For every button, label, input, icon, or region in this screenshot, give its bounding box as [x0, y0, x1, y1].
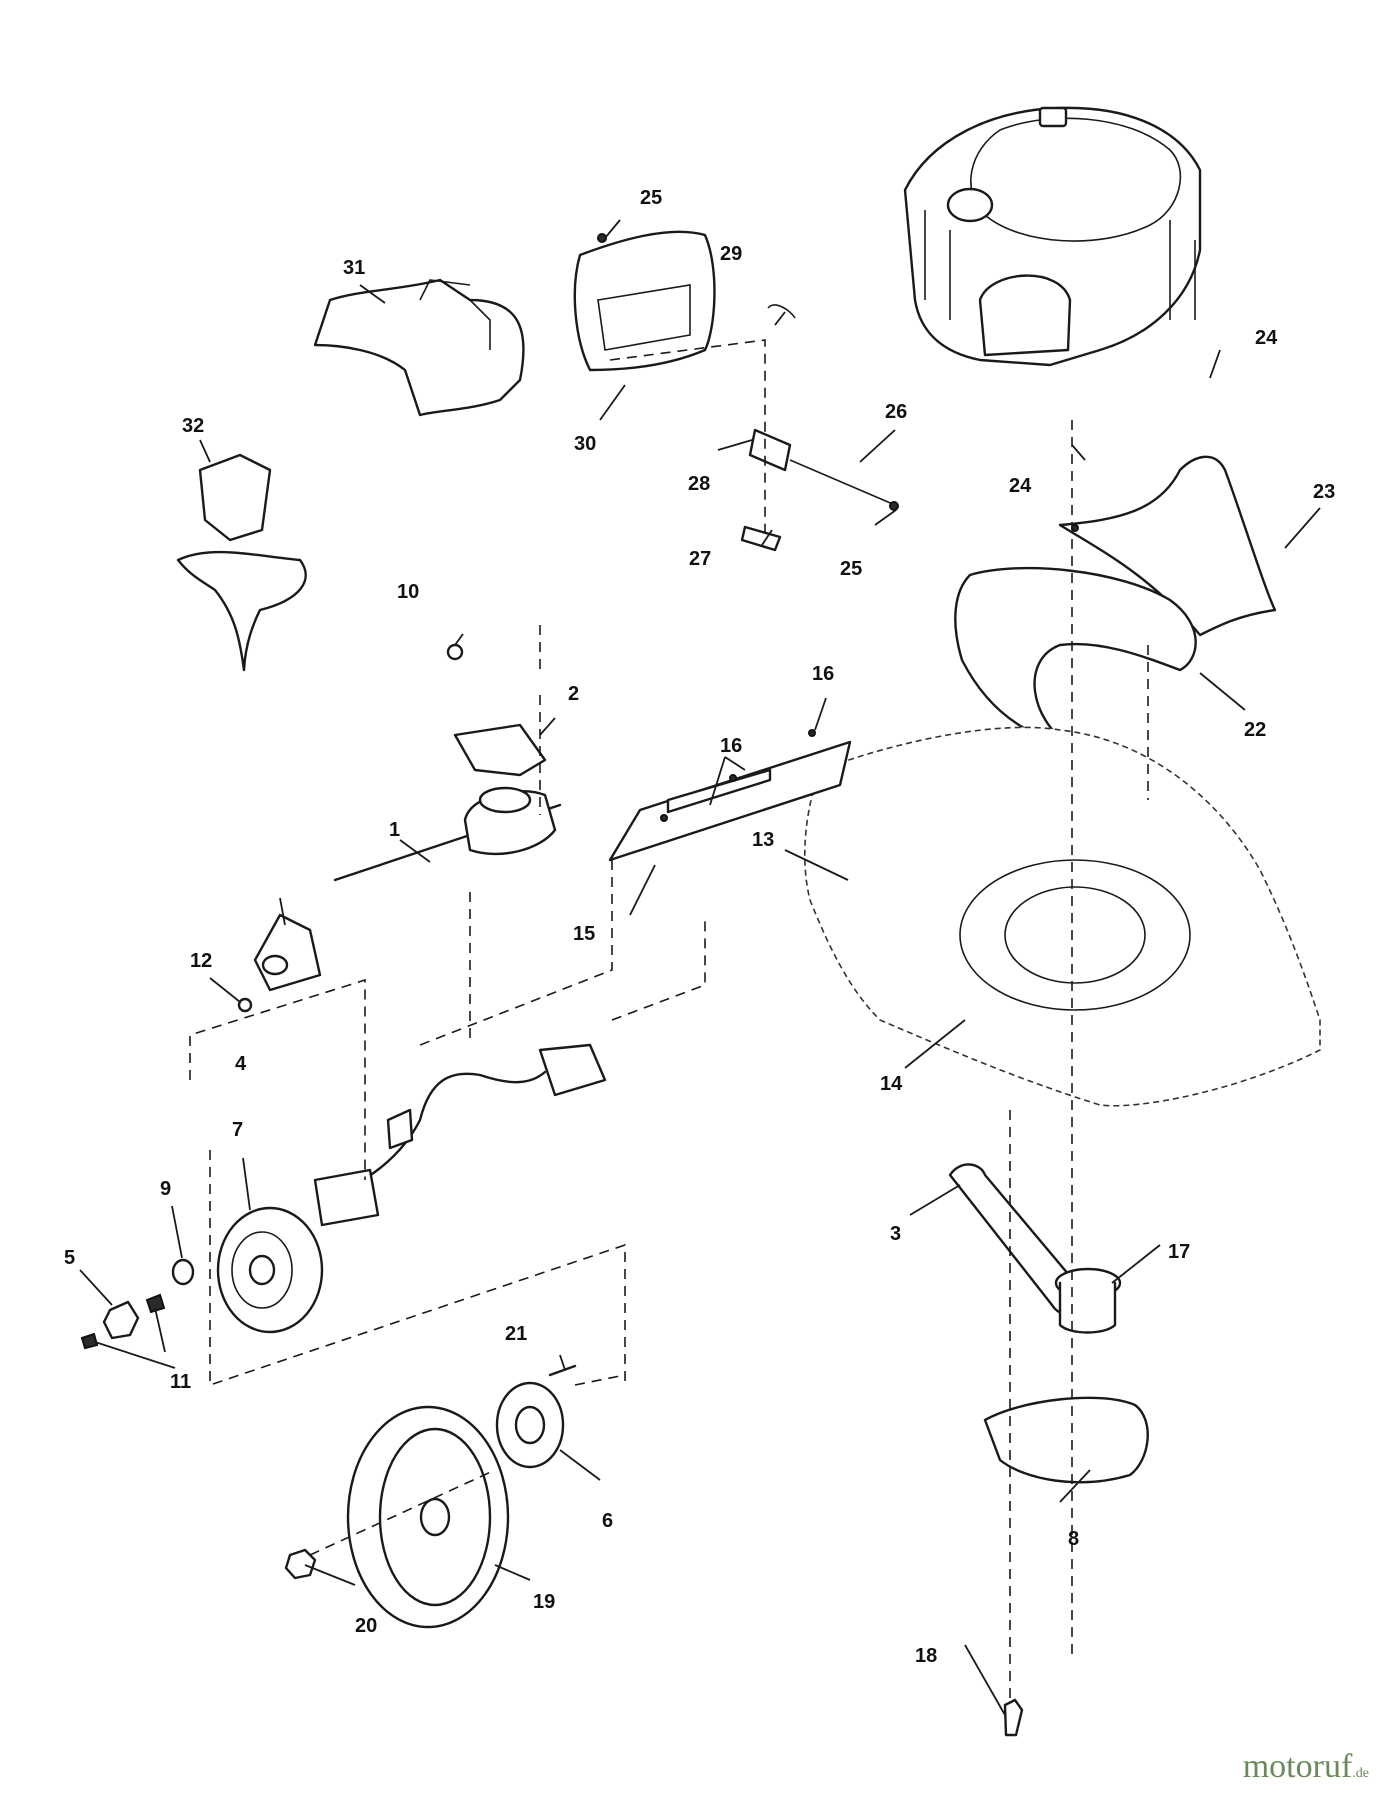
- callout-labels: 1 2 3 4 5 6 7 8 9 10 11 12 13 14 15 16 1…: [64, 187, 1335, 1667]
- blade-assembly-3-17-8-18: [948, 1163, 1149, 1737]
- watermark-logo: motoruf.de: [1243, 1748, 1369, 1786]
- callout-6: 6: [602, 1510, 613, 1532]
- callout-3: 3: [890, 1223, 901, 1245]
- callout-15: 15: [573, 923, 595, 945]
- callout-20: 20: [355, 1615, 377, 1637]
- part-6-gear: [495, 1381, 565, 1469]
- part-20-nut: [284, 1548, 317, 1580]
- assembly-lines: [189, 339, 1149, 1700]
- callout-19: 19: [533, 1591, 555, 1613]
- hardware-5-9-11-12: [80, 997, 253, 1350]
- callout-10: 10: [397, 581, 419, 603]
- callout-14: 14: [880, 1073, 903, 1095]
- watermark-brand: motoruf: [1242, 1748, 1353, 1785]
- callout-8: 8: [1068, 1528, 1079, 1550]
- part-32-deflector: [176, 453, 307, 672]
- part-31-rear-flap: [313, 278, 525, 417]
- part-7-pulley: [216, 1206, 324, 1334]
- callout-24a: 24: [1255, 327, 1278, 349]
- callout-leaders: [79, 219, 1321, 1716]
- part-22-shield: [954, 566, 1197, 747]
- callout-22: 22: [1244, 719, 1266, 741]
- callout-30: 30: [574, 433, 596, 455]
- callout-29: 29: [720, 243, 742, 265]
- part-4-bearing: [253, 913, 322, 992]
- callout-2: 2: [568, 683, 579, 705]
- mower-deck: [804, 726, 1321, 1107]
- callout-16b: 16: [720, 735, 742, 757]
- part-2-bracket: [446, 643, 547, 777]
- callout-21: 21: [505, 1323, 527, 1345]
- callout-27: 27: [689, 548, 711, 570]
- callout-28: 28: [688, 473, 710, 495]
- callout-12: 12: [190, 950, 212, 972]
- callout-11: 11: [170, 1371, 191, 1393]
- watermark-suffix: .de: [1352, 1766, 1369, 1781]
- callout-18: 18: [915, 1645, 937, 1667]
- part-21-pin: [548, 1364, 577, 1377]
- callout-7: 7: [232, 1119, 243, 1141]
- height-adjuster-bar: [313, 1043, 607, 1227]
- callout-23: 23: [1313, 481, 1335, 503]
- callout-4: 4: [235, 1053, 247, 1075]
- part-19-wheel: [346, 1405, 510, 1629]
- callout-1: 1: [389, 819, 400, 841]
- callout-24b: 24: [1009, 475, 1032, 497]
- callout-16a: 16: [812, 663, 834, 685]
- engine: [903, 106, 1202, 367]
- callout-25b: 25: [840, 558, 862, 580]
- callout-26: 26: [885, 401, 907, 423]
- part-15-plate: [608, 729, 852, 862]
- callout-17: 17: [1168, 1241, 1190, 1263]
- callout-13: 13: [752, 829, 774, 851]
- linkage-parts-26-29: [740, 304, 899, 552]
- callout-31: 31: [343, 257, 365, 279]
- callout-9: 9: [160, 1178, 171, 1200]
- callout-5: 5: [64, 1247, 75, 1269]
- part-1-drive-axle: [333, 786, 562, 882]
- callout-25a: 25: [640, 187, 662, 209]
- part-30-cover: [573, 230, 716, 372]
- callout-32: 32: [182, 415, 204, 437]
